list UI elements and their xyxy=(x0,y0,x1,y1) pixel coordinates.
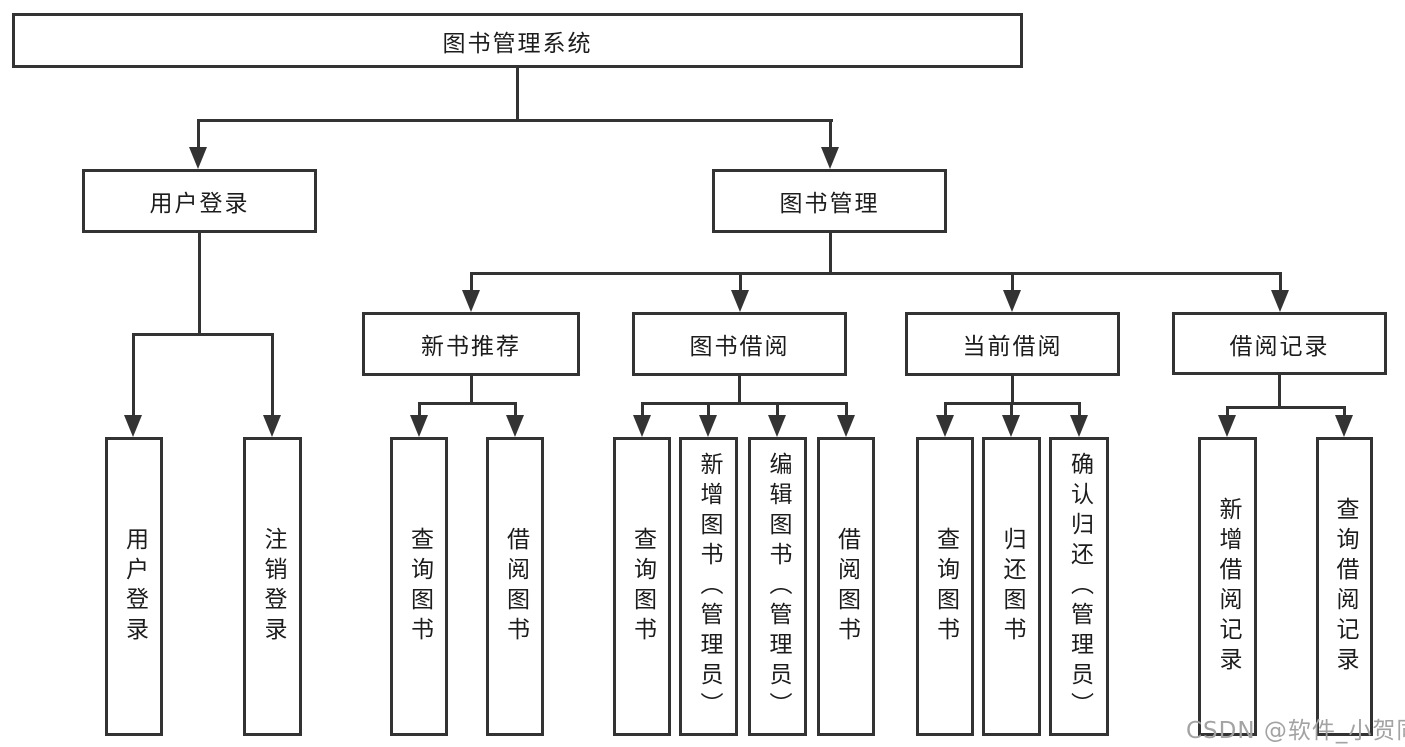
node-label: 借阅记录 xyxy=(1229,333,1330,360)
node-add-books-admin: 新增图书（管理员） xyxy=(679,437,738,736)
arrowhead-down-icon xyxy=(410,415,428,437)
arrowhead-down-icon xyxy=(768,415,786,437)
node-label: 当前借阅 xyxy=(962,334,1063,360)
node-label: 查询图书 xyxy=(932,526,959,647)
node-label: 归还图书 xyxy=(999,526,1025,647)
node-label: 用户登录 xyxy=(121,526,148,647)
connector-line xyxy=(418,402,421,418)
connector-line xyxy=(1011,272,1014,293)
node-new-book-recommend: 新书推荐 xyxy=(362,312,580,376)
node-label: 查询借阅记录 xyxy=(1332,496,1358,677)
node-book-management: 图书管理 xyxy=(712,169,947,233)
arrowhead-down-icon xyxy=(1070,415,1088,437)
csdn-watermark: CSDN @软件_小贺同学 xyxy=(1186,718,1405,744)
connector-line xyxy=(1078,402,1081,418)
node-label: 借阅图书 xyxy=(502,526,529,647)
node-label: 查询图书 xyxy=(629,526,656,647)
arrowhead-down-icon xyxy=(936,415,954,437)
connector-line xyxy=(829,119,832,151)
node-query-borrow-record: 查询借阅记录 xyxy=(1316,437,1373,736)
node-label: 借阅图书 xyxy=(833,526,860,647)
node-query-books-borrowing: 查询图书 xyxy=(613,437,671,736)
node-borrow-books-recommend: 借阅图书 xyxy=(486,437,544,736)
arrowhead-down-icon xyxy=(189,147,207,169)
node-label: 查询图书 xyxy=(406,526,433,647)
node-user-login: 用户登录 xyxy=(82,169,317,233)
arrowhead-down-icon xyxy=(731,290,749,312)
connector-line xyxy=(132,333,135,417)
connector-line xyxy=(132,333,274,336)
connector-line xyxy=(707,402,710,418)
connector-line xyxy=(641,402,847,405)
node-label: 新书推荐 xyxy=(421,334,521,360)
arrowhead-down-icon xyxy=(821,147,839,169)
arrowhead-down-icon xyxy=(506,415,524,437)
node-borrow-books-borrowing: 借阅图书 xyxy=(817,437,875,736)
connector-line xyxy=(641,402,644,418)
arrowhead-down-icon xyxy=(633,415,651,437)
connector-line xyxy=(829,233,832,275)
node-current-borrowing: 当前借阅 xyxy=(905,312,1120,376)
node-label: 注销登录 xyxy=(260,526,286,647)
connector-line xyxy=(944,402,947,418)
node-library-management-system: 图书管理系统 xyxy=(12,13,1023,68)
arrowhead-down-icon xyxy=(1271,290,1289,312)
connector-line xyxy=(197,119,200,151)
connector-line xyxy=(514,402,517,418)
node-label: 新增图书（管理员） xyxy=(696,451,722,722)
connector-line xyxy=(739,272,742,293)
arrowhead-down-icon xyxy=(699,415,717,437)
node-add-borrow-record: 新增借阅记录 xyxy=(1198,437,1257,736)
connector-line xyxy=(1011,376,1014,405)
connector-line xyxy=(1010,402,1013,418)
connector-line xyxy=(1343,406,1346,418)
arrowhead-down-icon xyxy=(837,415,855,437)
connector-line xyxy=(1279,272,1282,293)
arrowhead-down-icon xyxy=(1003,290,1021,312)
node-label: 图书管理 xyxy=(779,191,880,217)
node-borrowing-records: 借阅记录 xyxy=(1172,312,1387,375)
connector-line xyxy=(1278,375,1281,409)
arrowhead-down-icon xyxy=(1335,415,1353,437)
connector-line xyxy=(516,68,519,122)
node-book-borrowing: 图书借阅 xyxy=(632,312,847,376)
connector-line xyxy=(845,402,848,418)
connector-line xyxy=(198,233,201,336)
connector-line xyxy=(470,272,1282,275)
arrowhead-down-icon xyxy=(462,290,480,312)
node-query-books-recommend: 查询图书 xyxy=(390,437,448,736)
arrowhead-down-icon xyxy=(1002,415,1020,437)
connector-line xyxy=(776,402,779,418)
node-label: 图书借阅 xyxy=(689,334,790,360)
node-query-books-current: 查询图书 xyxy=(916,437,974,736)
arrowhead-down-icon xyxy=(263,415,281,437)
node-label: 新增借阅记录 xyxy=(1215,496,1241,677)
node-edit-books-admin: 编辑图书（管理员） xyxy=(748,437,807,736)
arrowhead-down-icon xyxy=(1218,415,1236,437)
connector-line xyxy=(271,333,274,417)
connector-line xyxy=(470,376,473,405)
node-label: 编辑图书（管理员） xyxy=(765,451,791,722)
connector-line xyxy=(470,272,473,293)
arrowhead-down-icon xyxy=(124,415,142,437)
node-label: 用户登录 xyxy=(149,191,250,217)
node-user-login-leaf: 用户登录 xyxy=(105,437,163,736)
connector-line xyxy=(1226,406,1346,409)
connector-line xyxy=(197,119,833,122)
connector-line xyxy=(418,402,517,405)
connector-line xyxy=(1226,406,1229,418)
node-label: 确认归还（管理员） xyxy=(1066,451,1093,722)
node-return-books: 归还图书 xyxy=(982,437,1041,736)
node-confirm-return-admin: 确认归还（管理员） xyxy=(1049,437,1109,736)
node-label: 图书管理系统 xyxy=(442,30,593,57)
node-logout: 注销登录 xyxy=(243,437,302,736)
connector-line xyxy=(738,376,741,405)
